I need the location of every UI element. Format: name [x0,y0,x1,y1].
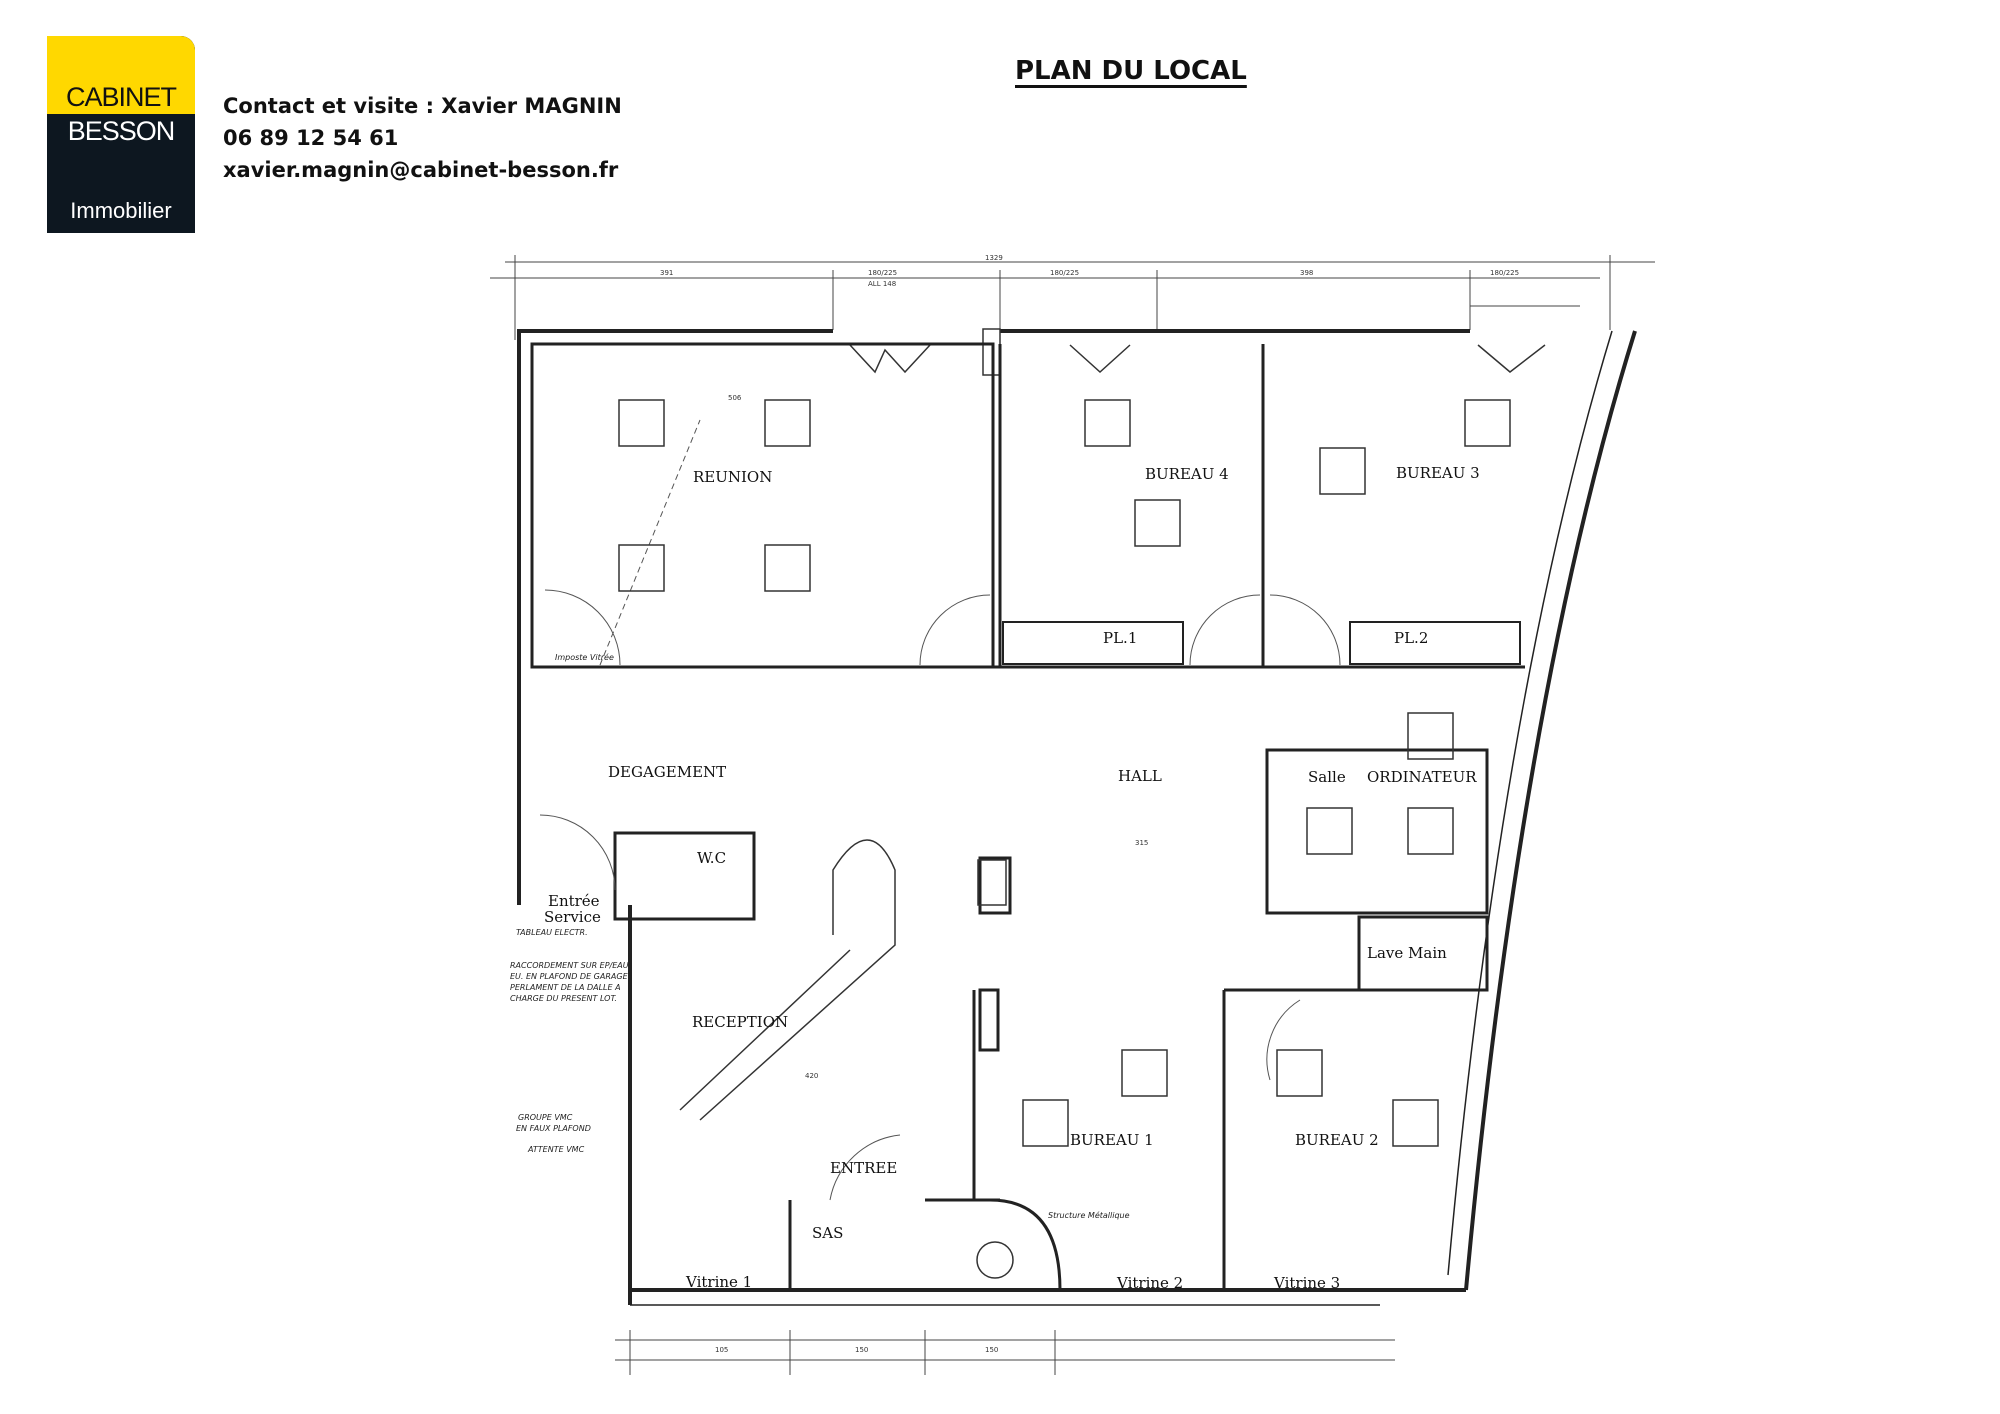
room-labels: REUNION BUREAU 4 BUREAU 3 PL.1 PL.2 DEGA… [544,464,1480,1292]
cabinet-besson-logo: CABINET BESSON Immobilier [47,36,195,233]
door-swings [539,419,1341,1201]
window-bays [849,328,1546,376]
dim-506: 506 [728,394,742,402]
label-pl1: PL.1 [1103,629,1137,647]
annotation-structure: Structure Métallique [1048,1210,1130,1220]
annotation-tableau: TABLEAU ELECTR. [516,928,588,937]
contact-email[interactable]: xavier.magnin@cabinet-besson.fr [223,158,619,182]
label-degagement: DEGAGEMENT [608,763,726,781]
label-bureau-3: BUREAU 3 [1396,464,1480,482]
label-entree-service-2: Service [544,908,601,926]
logo-text-immobilier: Immobilier [70,198,172,223]
label-reunion: REUNION [693,468,772,486]
logo-text-besson: BESSON [67,116,176,146]
dim-150a: 150 [855,1346,868,1354]
contact-phone: 06 89 12 54 61 [223,126,399,150]
label-bureau-2: BUREAU 2 [1295,1131,1379,1149]
contact-name: Contact et visite : Xavier MAGNIN [223,94,622,118]
annotation-raccord-1: RACCORDEMENT SUR EP/EAU [510,961,629,970]
label-entree-service-1: Entrée [548,892,600,910]
label-bureau-4: BUREAU 4 [1145,465,1229,483]
annotation-imposte: Imposte Vitrée [555,652,614,662]
label-entree: ENTREE [830,1159,897,1177]
dim-total: 1329 [985,254,1003,262]
dim-all-a: ALL 148 [868,280,896,288]
label-pl2: PL.2 [1394,629,1428,647]
outer-walls [517,329,1637,1306]
dimension-lines [490,255,1655,1375]
label-lave-main: Lave Main [1367,944,1447,962]
dim-180b: 180/225 [1050,269,1079,277]
annotation-raccord-2: EU. EN PLAFOND DE GARAGE [510,972,629,981]
annotations: TABLEAU ELECTR. RACCORDEMENT SUR EP/EAU … [510,652,1130,1220]
label-bureau-1: BUREAU 1 [1070,1131,1154,1149]
dim-315: 315 [1135,839,1148,847]
dim-420: 420 [805,1072,818,1080]
dim-391: 391 [660,269,673,277]
desks [618,399,1511,1279]
label-vitrine-1: Vitrine 1 [685,1273,752,1291]
dim-105: 105 [715,1346,728,1354]
label-reception: RECEPTION [692,1013,788,1031]
dim-180c: 180/225 [1490,269,1519,277]
label-wc: W.C [697,849,726,867]
dim-150b: 150 [985,1346,998,1354]
label-hall: HALL [1118,767,1162,785]
label-vitrine-3: Vitrine 3 [1273,1274,1340,1292]
label-sas: SAS [812,1224,843,1242]
annotation-attente-vmc: ATTENTE VMC [527,1145,585,1154]
label-ordinateur: ORDINATEUR [1367,768,1477,786]
label-salle: Salle [1308,768,1346,786]
annotation-groupe-vmc-2: EN FAUX PLAFOND [516,1124,591,1133]
page-title: PLAN DU LOCAL [1015,56,1247,86]
annotation-raccord-4: CHARGE DU PRESENT LOT. [510,994,617,1003]
annotation-raccord-3: PERLAMENT DE LA DALLE A [510,983,621,992]
label-vitrine-2: Vitrine 2 [1116,1274,1183,1292]
dim-398: 398 [1300,269,1313,277]
annotation-groupe-vmc-1: GROUPE VMC [518,1113,573,1122]
dim-180a: 180/225 [868,269,897,277]
reception-desk [679,839,896,1121]
interior-walls [530,342,1525,1291]
logo-text-cabinet: CABINET [65,82,177,112]
